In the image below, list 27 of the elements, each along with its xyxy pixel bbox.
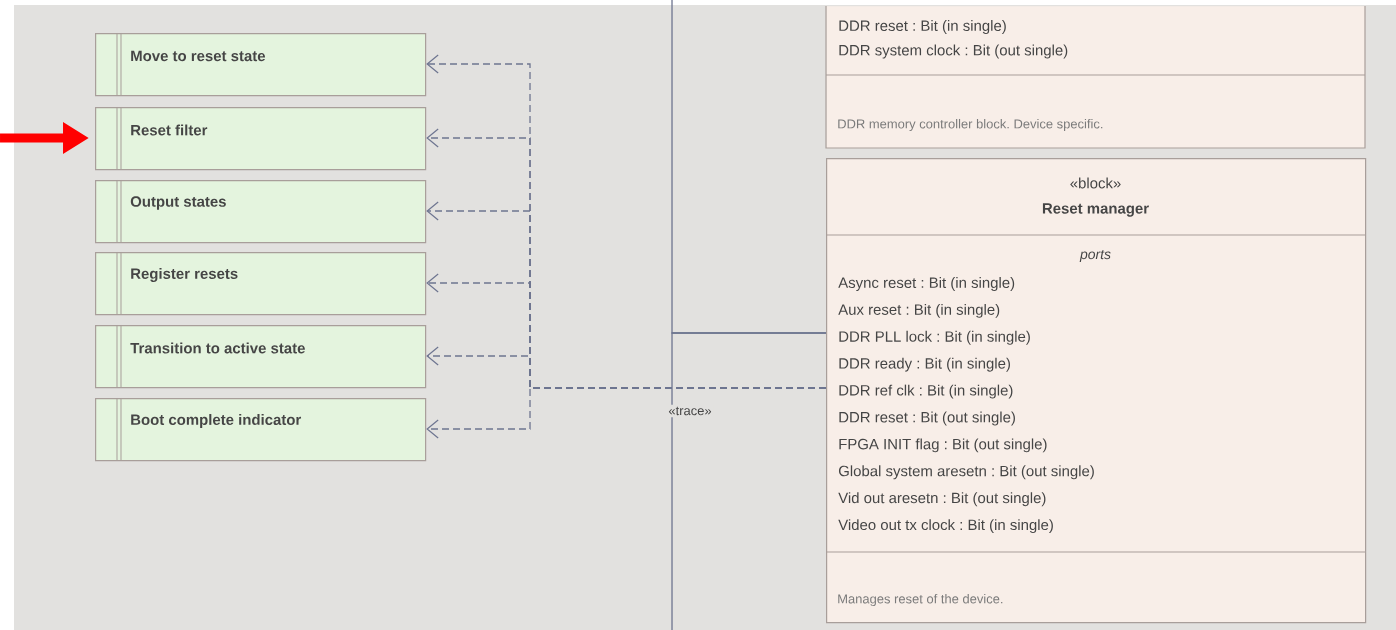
port-label: FPGA INIT flag : Bit (out single)	[839, 438, 1047, 453]
connector-line	[671, 332, 827, 630]
port-label: Aux reset : Bit (in single)	[838, 303, 1000, 318]
block-description: Manages reset of the device.	[838, 593, 1003, 607]
port-label: Vid out aresetn : Bit (out single)	[838, 492, 1046, 507]
port-label: Global system aresetn : Bit (out single)	[838, 465, 1094, 480]
port-label: DDR ready : Bit (in single)	[839, 357, 1010, 372]
requirement-box: Register resets	[95, 251, 427, 316]
port-label: DDR reset : Bit (in single)	[839, 20, 1006, 34]
port-label: Video out tx clock : Bit (in single)	[838, 519, 1053, 534]
requirement-box: Reset filter	[95, 106, 427, 171]
block-title: Reset manager	[1042, 203, 1149, 217]
port-label: DDR PLL lock : Bit (in single)	[839, 330, 1030, 345]
port-label: DDR reset : Bit (out single)	[839, 411, 1015, 426]
requirement-box: Boot complete indicator	[95, 397, 427, 462]
stereotype-label: «block»	[1070, 177, 1121, 189]
compartment-heading: ports	[1079, 250, 1111, 262]
block-description: DDR memory controller block. Device specific.	[838, 118, 1103, 132]
block-box	[825, 5, 1366, 149]
trace-arrow	[426, 387, 827, 439]
requirement-box: Transition to active state	[95, 324, 427, 389]
block-box	[825, 158, 1367, 624]
port-label: DDR system clock : Bit (out single)	[839, 44, 1068, 59]
port-label: DDR ref clk : Bit (in single)	[839, 384, 1013, 399]
requirement-box: Output states	[95, 179, 427, 244]
port-label: Async reset : Bit (in single)	[838, 277, 1015, 291]
requirement-box: Move to reset state	[95, 32, 427, 97]
